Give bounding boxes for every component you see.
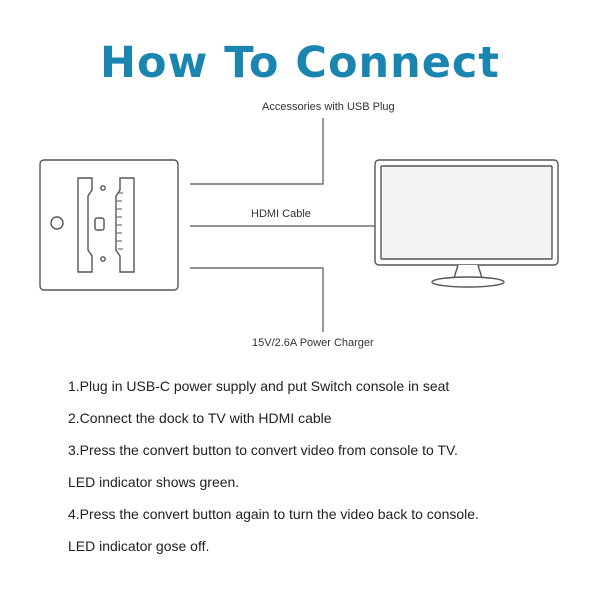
tv-screen — [380, 165, 553, 260]
usb-accessory-label: Accessories with USB Plug — [262, 101, 395, 113]
convert-button — [50, 216, 64, 230]
instruction-step: 1.Plug in USB-C power supply and put Swi… — [68, 378, 450, 394]
instruction-step: 4.Press the convert button again to turn… — [68, 506, 479, 522]
power-charger-label: 15V/2.6A Power Charger — [252, 337, 374, 349]
usb-cable — [190, 118, 324, 185]
hdmi-cable-label: HDMI Cable — [251, 208, 311, 220]
cables — [190, 118, 375, 332]
instruction-step: LED indicator gose off. — [68, 538, 210, 554]
page-title: How To Connect — [100, 38, 500, 88]
power-cable — [190, 267, 324, 332]
instruction-list: 1.Plug in USB-C power supply and put Swi… — [68, 370, 588, 562]
tv-monitor — [374, 159, 559, 288]
instruction-step: LED indicator shows green. — [68, 474, 240, 490]
instruction-step: 2.Connect the dock to TV with HDMI cable — [68, 410, 332, 426]
dock-device — [39, 159, 179, 291]
instruction-step: 3.Press the convert button to convert vi… — [68, 442, 458, 458]
usb-c-port — [94, 217, 105, 231]
